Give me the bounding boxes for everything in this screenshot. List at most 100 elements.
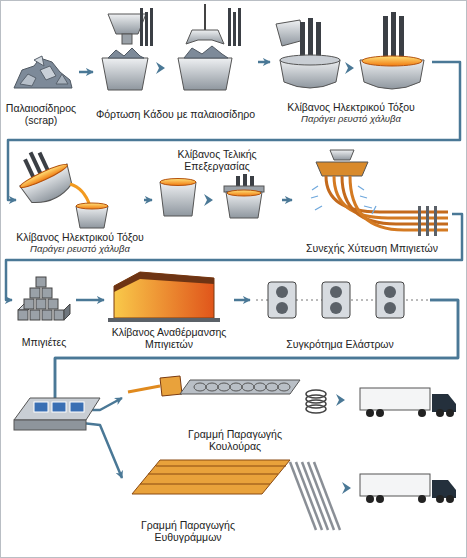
rolling-mill: [256, 282, 428, 318]
cooling-bed: [140, 484, 270, 485]
coil-line: [336, 394, 345, 406]
truck: [366, 409, 374, 417]
arc-furnace: [383, 16, 388, 60]
rolling-mill: [330, 286, 342, 298]
coil-line: [242, 383, 254, 391]
transfer-table: [14, 398, 100, 430]
truck: [376, 409, 384, 417]
rolling-mill: [322, 282, 350, 318]
process-stage: Συνεχής Χύτευση Μπιγιετών: [292, 148, 452, 254]
stage-caption: Γραμμή Παραγωγής Κουλούρας: [185, 428, 285, 452]
process-stage: Μπιγιέτες: [12, 268, 76, 348]
scrap-pile: [34, 56, 44, 66]
bucket-loading: [228, 8, 231, 46]
billet-stack: [48, 299, 58, 309]
stage-caption: Κλίβανος Αναθέρμανσης Μπιγιετών: [104, 326, 234, 350]
arc-furnace: [308, 18, 313, 60]
rolling-mill: [384, 302, 396, 314]
truck: [432, 394, 456, 412]
continuous-caster: [418, 206, 421, 236]
process-stage: Γραμμή Παραγωγής Ευθυγράμμων: [122, 455, 460, 543]
coil-line: [278, 383, 290, 391]
arc-furnace: [316, 22, 321, 60]
coil-line: [160, 376, 182, 396]
flow-arrow: [55, 300, 458, 410]
scrap-pile: [40, 66, 56, 80]
stage-caption: Συγκρότημα Ελάστρων: [250, 338, 430, 350]
scrap-pile: [20, 74, 36, 86]
flow-arrow: [234, 299, 250, 302]
coil-line: [194, 383, 290, 391]
truck: [418, 495, 426, 503]
flow-arrow: [6, 214, 462, 300]
cooling-bed: [140, 466, 286, 484]
truck: [360, 388, 456, 417]
stage-caption: Παλαιοσίδηρος (scrap): [3, 102, 79, 126]
cooling-bed: [314, 462, 340, 530]
reheating-furnace: [108, 318, 220, 322]
process-stage: Κλίβανος Αναθέρμανσης Μπιγιετών: [104, 266, 234, 350]
truck: [360, 474, 456, 503]
arc-furnace: [391, 12, 396, 60]
bucket-loading: [140, 8, 143, 46]
continuous-caster: [342, 176, 448, 224]
bucket-loading: [233, 12, 236, 46]
cooling-bed: [302, 462, 328, 530]
rolling-mill: [276, 286, 288, 298]
coil-line: [306, 390, 326, 413]
scrap-pile: [56, 74, 68, 84]
transfer-table: [14, 420, 86, 430]
truck: [418, 409, 426, 417]
rolling-mill: [384, 286, 396, 298]
billet-stack: [18, 277, 70, 320]
bucket-loading: [204, 4, 206, 30]
process-stage: Κλίβανος Ηλεκτρικού ΤόξουΠαράγει ρευστό …: [16, 148, 144, 254]
continuous-caster: [434, 206, 437, 236]
process-stage: Γραμμή Παραγωγής Κουλούρας: [122, 362, 460, 452]
flow-arrow: [144, 199, 152, 202]
truck: [446, 409, 454, 417]
billet-stack: [36, 299, 46, 309]
bucket-loading: [108, 48, 144, 58]
process-stage: Κλίβανος Τελικής Επεξεργασίας: [152, 148, 282, 220]
bucket-loading: [156, 62, 165, 74]
bucket-loading: [186, 30, 224, 44]
continuous-caster: [360, 196, 367, 198]
arc-furnace: [280, 55, 340, 65]
bucket-loading: [238, 8, 241, 46]
coil-line: [206, 383, 218, 391]
continuous-caster: [316, 162, 368, 176]
coil-line: [180, 380, 300, 394]
billet-stack: [24, 299, 34, 309]
reheating-furnace: [114, 272, 214, 292]
bucket-loading: [150, 8, 153, 46]
tapping-furnace: [9, 140, 78, 209]
coil-line: [266, 383, 278, 391]
continuous-caster: [311, 196, 318, 198]
process-stage: Κλίβανος Ηλεκτρικού ΤόξουΠαράγει ρευστό …: [270, 10, 432, 124]
continuous-caster: [311, 150, 448, 236]
truck: [376, 495, 384, 503]
process-stage: Φόρτωση Κάδου με παλαιοσίδηρο: [93, 10, 258, 120]
coil-line: [306, 405, 326, 413]
stage-subcaption: Παράγει ρευστό χάλυβα: [16, 243, 144, 254]
stage-caption: Κλίβανος Τελικής Επεξεργασίας: [152, 148, 282, 172]
billet-stack: [42, 288, 52, 298]
coil-line: [194, 383, 206, 391]
coil-line: [128, 386, 160, 392]
flow-arrow: [76, 299, 104, 302]
arc-furnace: [399, 16, 404, 60]
rolling-mill: [376, 282, 404, 318]
billet-stack: [30, 288, 40, 298]
scrap-pile: [14, 56, 72, 88]
continuous-caster: [312, 186, 318, 190]
truck: [366, 495, 374, 503]
arc-furnace: [276, 20, 304, 46]
continuous-caster: [350, 176, 448, 230]
flow-arrow: [55, 300, 458, 478]
stage-caption: Συνεχής Χύτευση Μπιγιετών: [292, 242, 452, 254]
